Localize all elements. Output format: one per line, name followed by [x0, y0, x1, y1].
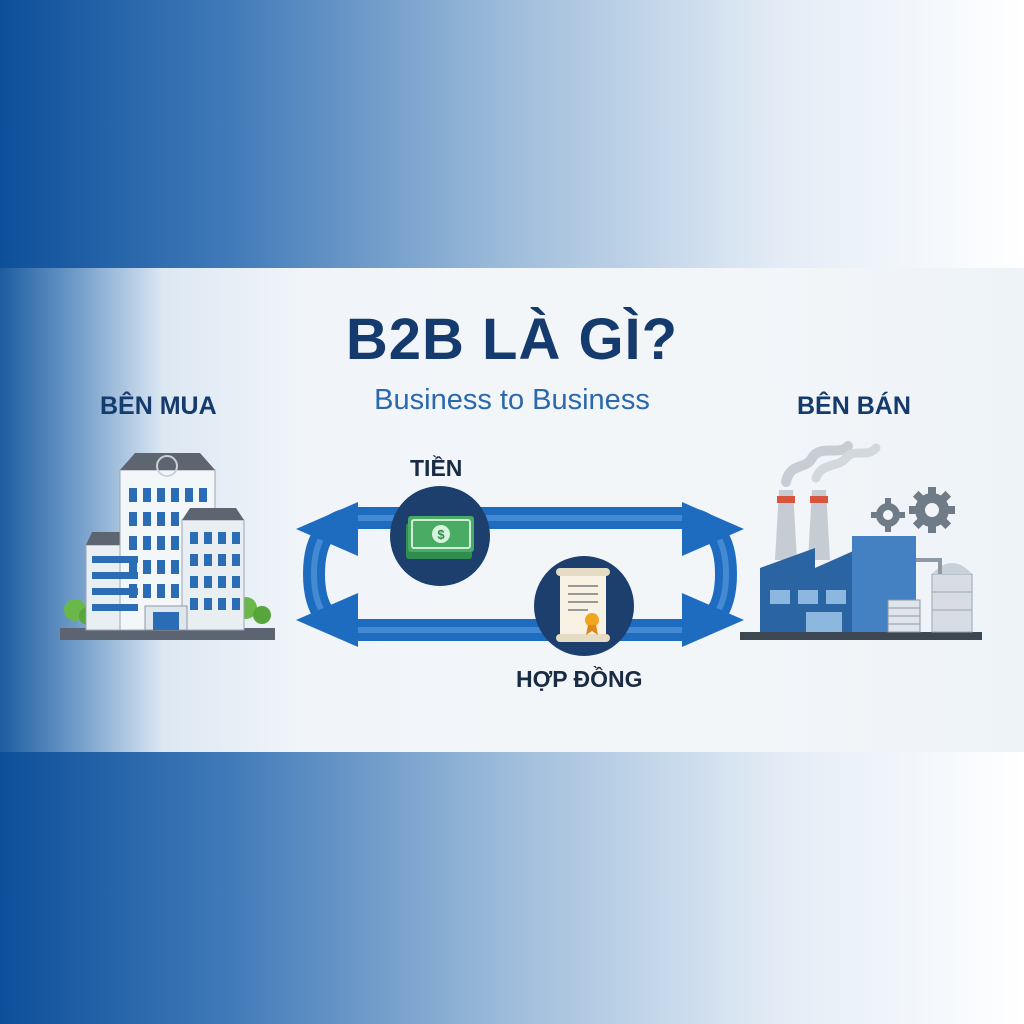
arrow-left-head: [296, 502, 358, 556]
exchange-loop-arrows: [296, 502, 744, 647]
arrow-right-head-top: [682, 502, 744, 556]
arrow-right-head: [682, 593, 744, 647]
seller-label: BÊN BÁN: [797, 392, 911, 420]
money-flow-label: TIỀN: [410, 455, 463, 481]
contract-icon: [534, 556, 634, 656]
page-title: B2B LÀ GÌ?: [345, 307, 679, 372]
svg-text:$: $: [437, 527, 445, 542]
factory-icon: [740, 441, 982, 640]
buyer-label: BÊN MUA: [100, 392, 217, 420]
page-subtitle: Business to Business: [374, 384, 650, 416]
contract-flow-label: HỢP ĐỒNG: [516, 666, 643, 692]
money-icon: $: [390, 486, 490, 586]
arrow-left-head-bottom: [296, 593, 358, 647]
office-building-icon: [60, 453, 275, 640]
